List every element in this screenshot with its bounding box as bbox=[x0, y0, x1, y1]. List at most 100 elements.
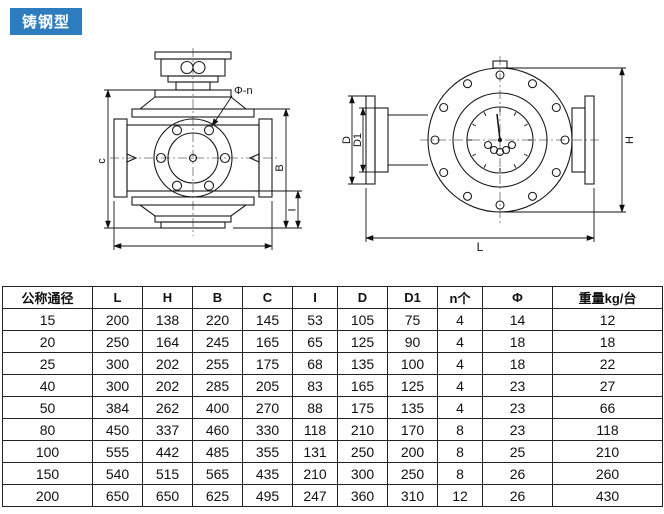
spec-table-cell: 50 bbox=[2, 396, 93, 419]
spec-table-cell: 200 bbox=[92, 308, 143, 331]
bolt-hole-icon bbox=[462, 191, 473, 201]
spec-table-cell: 65 bbox=[292, 330, 338, 353]
side-view-drawing: D D1 L H bbox=[342, 56, 636, 254]
spec-table-cell: 384 bbox=[92, 396, 143, 419]
odometer-dial-icon bbox=[483, 140, 493, 150]
spec-table-cell: 27 bbox=[552, 374, 663, 397]
spec-table-cell: 125 bbox=[387, 374, 438, 397]
spec-table-cell: 515 bbox=[142, 462, 193, 485]
meter-side-outline bbox=[365, 60, 595, 213]
spec-table-cell: 66 bbox=[552, 396, 663, 419]
dim-label-phi-n: Φ-n bbox=[234, 85, 253, 97]
spec-table-header-cell: L bbox=[92, 286, 143, 309]
spec-table-cell: 360 bbox=[337, 484, 388, 507]
spec-table-cell: 210 bbox=[337, 418, 388, 441]
spec-table-cell: 125 bbox=[337, 330, 388, 353]
spec-table-cell: 25 bbox=[2, 352, 93, 375]
spec-table-cell: 175 bbox=[242, 352, 293, 375]
spec-table-cell: 135 bbox=[337, 352, 388, 375]
gauge-face bbox=[466, 106, 534, 174]
spec-table-cell: 15 bbox=[2, 308, 93, 331]
spec-table-cell: 260 bbox=[552, 462, 663, 485]
spec-table-cell: 68 bbox=[292, 352, 338, 375]
odometer-dial-icon bbox=[501, 145, 511, 155]
spec-table-header-cell: Φ bbox=[482, 286, 553, 309]
bolt-hole-icon bbox=[219, 152, 231, 164]
bolt-hole-icon bbox=[495, 70, 505, 80]
bolt-hole-icon bbox=[462, 79, 473, 89]
spec-table-cell: 337 bbox=[142, 418, 193, 441]
dim-label-d1: D1 bbox=[352, 133, 364, 147]
spec-table-cell: 23 bbox=[482, 374, 553, 397]
spec-table-header-cell: B bbox=[192, 286, 243, 309]
spec-table-header-cell: D1 bbox=[387, 286, 438, 309]
spec-table-header-cell: n个 bbox=[437, 286, 483, 309]
spec-table-cell: 23 bbox=[482, 418, 553, 441]
gauge-ticks bbox=[468, 108, 532, 172]
spec-table-header-cell: H bbox=[142, 286, 193, 309]
spec-table-cell: 202 bbox=[142, 352, 193, 375]
spec-table-cell: 8 bbox=[437, 440, 483, 463]
spec-table-header-cell: D bbox=[337, 286, 388, 309]
register-window-icon bbox=[192, 60, 206, 75]
spec-table-cell: 205 bbox=[242, 374, 293, 397]
spec-table-cell: 220 bbox=[192, 308, 243, 331]
dim-label-h: H bbox=[624, 136, 636, 144]
spec-table-cell: 300 bbox=[337, 462, 388, 485]
spec-table-cell: 210 bbox=[292, 462, 338, 485]
spec-table-cell: 650 bbox=[142, 484, 193, 507]
dim-label-l: L bbox=[477, 240, 484, 254]
spec-table-cell: 135 bbox=[387, 396, 438, 419]
spec-table-cell: 90 bbox=[387, 330, 438, 353]
spec-table-cell: 250 bbox=[92, 330, 143, 353]
dimension-lines bbox=[348, 67, 626, 242]
spec-table-cell: 145 bbox=[242, 308, 293, 331]
spec-table-header-cell: C bbox=[242, 286, 293, 309]
spec-table-cell: 4 bbox=[437, 308, 483, 331]
spec-table-cell: 400 bbox=[192, 396, 243, 419]
spec-table-cell: 4 bbox=[437, 396, 483, 419]
spec-table-cell: 100 bbox=[387, 352, 438, 375]
centerlines bbox=[420, 56, 600, 224]
register-window-icon bbox=[180, 60, 194, 75]
spec-table-cell: 255 bbox=[192, 352, 243, 375]
type-badge: 铸钢型 bbox=[10, 8, 83, 35]
bolt-hole-icon bbox=[203, 180, 215, 191]
dimension-lines bbox=[104, 89, 302, 250]
spec-table-cell: 540 bbox=[92, 462, 143, 485]
spec-table-cell: 8 bbox=[437, 462, 483, 485]
spec-table-cell: 83 bbox=[292, 374, 338, 397]
spec-table-cell: 247 bbox=[292, 484, 338, 507]
spec-table-cell: 131 bbox=[292, 440, 338, 463]
bolt-hole-icon bbox=[439, 102, 449, 113]
spec-table-header-cell: 重量kg/台 bbox=[552, 286, 663, 309]
spec-table-cell: 650 bbox=[92, 484, 143, 507]
spec-table-cell: 625 bbox=[192, 484, 243, 507]
bolt-hole-icon bbox=[527, 79, 538, 89]
spec-table-cell: 442 bbox=[142, 440, 193, 463]
spec-table-cell: 355 bbox=[242, 440, 293, 463]
spec-table-cell: 14 bbox=[482, 308, 553, 331]
bolt-hole-icon bbox=[439, 167, 449, 178]
front-view-drawing: Φ-n c B I bbox=[98, 48, 302, 250]
spec-table-cell: 300 bbox=[92, 374, 143, 397]
bolt-hole-icon bbox=[171, 180, 183, 191]
spec-table-cell: 8 bbox=[437, 418, 483, 441]
spec-table-cell: 4 bbox=[437, 330, 483, 353]
spec-table-header-cell: 公称通径 bbox=[2, 286, 93, 309]
spec-table-cell: 430 bbox=[552, 484, 663, 507]
spec-table-cell: 22 bbox=[552, 352, 663, 375]
spec-table-cell: 165 bbox=[242, 330, 293, 353]
bolt-hole-icon bbox=[551, 102, 561, 113]
spec-table-cell: 245 bbox=[192, 330, 243, 353]
spec-table-cell: 118 bbox=[552, 418, 663, 441]
spec-table-cell: 80 bbox=[2, 418, 93, 441]
